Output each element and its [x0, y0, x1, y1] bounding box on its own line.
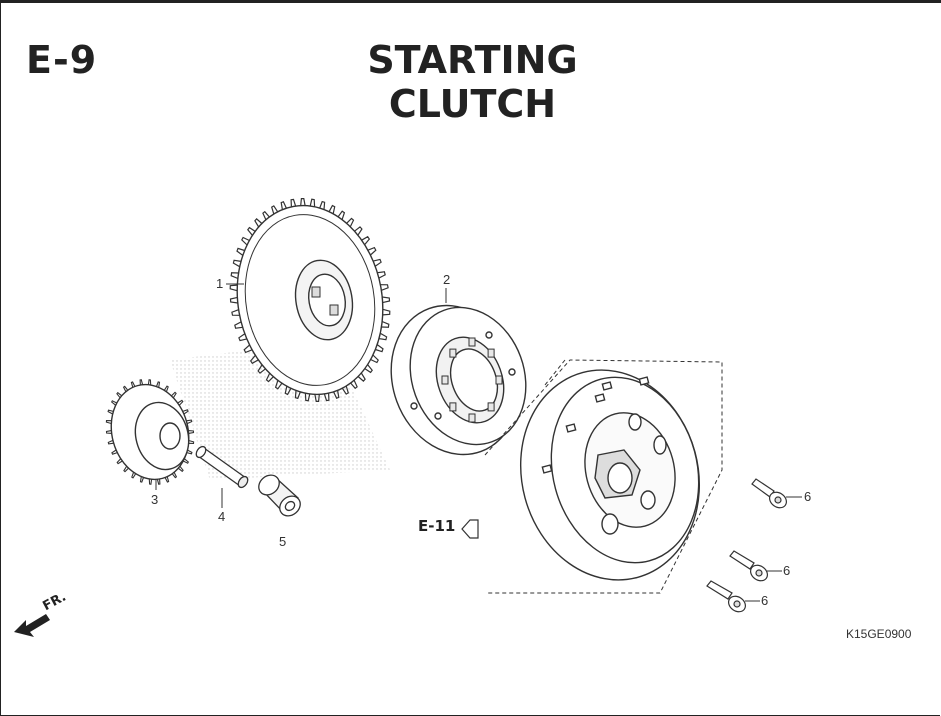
idle-gear-shaft — [195, 445, 249, 489]
clutch-rollers — [441, 337, 503, 423]
clutch-roller — [487, 402, 495, 412]
callout-1: 1 — [216, 276, 224, 291]
gear-tooth-path — [105, 379, 195, 485]
front-direction-arrow-icon — [14, 614, 50, 637]
clutch-roller — [449, 402, 457, 412]
callout-3: 3 — [151, 492, 159, 507]
diagram-code: K15GE0900 — [846, 627, 912, 641]
starter-driven-gear — [236, 204, 384, 396]
flywheel-bolt-3 — [706, 580, 746, 613]
reference-label: E-11 — [418, 517, 456, 535]
one-way-clutch — [390, 304, 527, 456]
callout-6c: 6 — [761, 593, 769, 608]
driven-gear-teeth — [229, 198, 391, 402]
clutch-roller — [495, 375, 503, 385]
flywheel-bolt-2 — [729, 550, 768, 582]
top-border — [0, 0, 941, 3]
clutch-roller — [449, 348, 457, 358]
callout-4: 4 — [218, 509, 226, 524]
flywheel-bolt-1 — [751, 478, 787, 509]
starter-idle-gear — [110, 383, 190, 481]
flywheel-dashed-outline — [484, 359, 723, 594]
idle-gear-teeth — [105, 379, 195, 485]
clutch-roller — [468, 413, 476, 423]
leader-lines — [155, 283, 802, 602]
clutch-roller — [441, 375, 449, 385]
idle-gear-collar — [258, 474, 301, 517]
clutch-roller — [468, 337, 476, 347]
section-number: E-9 — [26, 38, 98, 82]
callout-2: 2 — [443, 272, 451, 287]
callout-5: 5 — [279, 534, 287, 549]
callout-6b: 6 — [783, 563, 791, 578]
flywheel-rotor — [519, 369, 701, 581]
page-title: STARTING CLUTCH — [367, 38, 578, 126]
clutch-roller — [487, 348, 495, 358]
callout-6a: 6 — [804, 489, 812, 504]
gear-tooth-path — [229, 198, 391, 402]
reference-bracket-icon — [461, 519, 479, 539]
